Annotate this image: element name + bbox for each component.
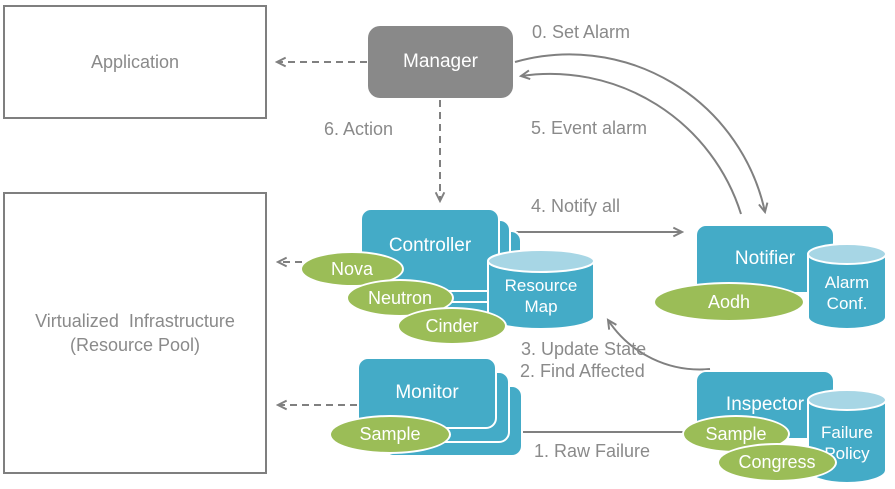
set-alarm-arrow [514,53,765,212]
neutron-label: Neutron [367,287,433,308]
alarm-conf-label-line1: Alarm [824,272,870,292]
event-alarm-arrow [521,74,742,215]
resource-map-label-line1: Resource [504,275,578,295]
flow-label-set-alarm: 0. Set Alarm [532,22,631,42]
cylinder-icon [487,249,595,330]
resource-map-datastore: Resource Map [486,248,596,331]
failure-policy-label-line1: Failure [821,422,873,442]
cylinder-icon [807,243,887,330]
flow-label-action: 6. Action [324,119,394,139]
virtualized-infrastructure-label-line1: Virtualized Infrastructure [35,311,235,331]
virtualized-infrastructure-label-line2: (Resource Pool) [69,335,201,355]
aodh-label: Aodh [707,291,751,312]
flow-label-raw-failure: 1. Raw Failure [534,441,651,461]
flow-label-notify-all: 4. Notify all [531,196,621,216]
cinder-ellipse: Cinder [397,307,507,345]
monitor-label: Monitor [395,382,459,403]
update-state-arrow [608,320,711,371]
cinder-label: Cinder [425,315,479,336]
nova-ellipse: Nova [300,251,404,287]
monitor-sample-label: Sample [359,424,421,444]
manager-label: Manager [403,51,478,72]
alarm-conf-datastore: Alarm Conf. [806,242,888,331]
resource-map-label-line2: Map [524,296,558,316]
inspector-label: Inspector [725,394,805,415]
alarm-conf-label-line2: Conf. [826,293,868,313]
controller-label: Controller [388,235,472,256]
congress-label: Congress [738,452,816,472]
flow-label-update-state: 3. Update State [521,339,647,359]
manager-node: Manager [368,26,513,98]
congress-ellipse: Congress [717,443,837,482]
inspector-sample-label: Sample [705,423,767,444]
flow-label-find-affected: 2. Find Affected [520,361,645,381]
monitor-sample-ellipse: Sample [329,415,451,454]
flow-label-event-alarm: 5. Event alarm [531,118,648,138]
virtualized-infrastructure-box: Virtualized Infrastructure (Resource Poo… [3,192,267,474]
nova-label: Nova [330,258,374,279]
application-box: Application [3,5,267,119]
notifier-label: Notifier [734,248,796,269]
aodh-ellipse: Aodh [653,282,805,322]
application-label: Application [90,52,180,72]
